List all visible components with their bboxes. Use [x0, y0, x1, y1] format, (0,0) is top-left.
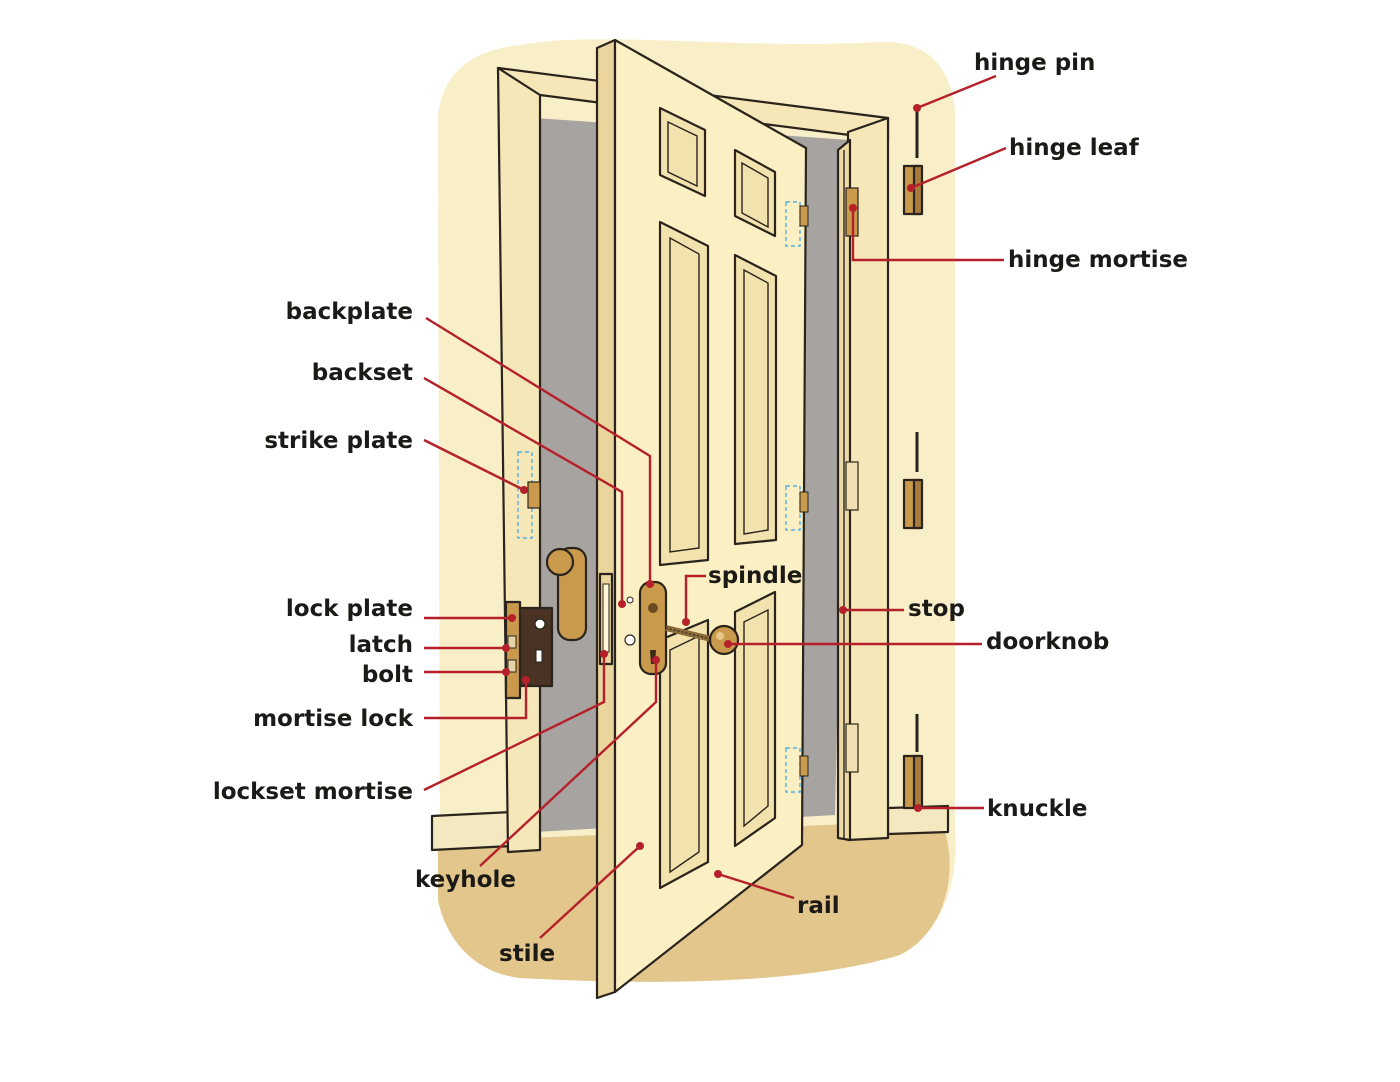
panel-top-right-inner	[741, 161, 769, 229]
label-keyhole: keyhole	[415, 867, 516, 893]
label-hinge-leaf: hinge leaf	[1009, 135, 1140, 161]
label-bolt: bolt	[362, 662, 413, 688]
panel-bottom-right-inner	[743, 608, 769, 828]
panel-mid-right	[733, 253, 778, 546]
door-face	[613, 38, 808, 994]
label-hinge-mortise: hinge mortise	[1008, 247, 1188, 273]
door-illustration	[430, 38, 956, 1000]
panel-top-left-inner	[667, 120, 698, 188]
door	[595, 38, 808, 1000]
panel-bottom-right	[733, 590, 777, 848]
baseboard-left	[430, 810, 514, 852]
label-strike-plate: strike plate	[264, 428, 413, 454]
label-rail: rail	[797, 893, 840, 919]
labels: hinge pin hinge leaf hinge mortise backp…	[213, 50, 1188, 967]
panel-mid-right-inner	[743, 268, 769, 535]
panel-mid-left	[658, 220, 710, 567]
loose-knob-shape	[545, 546, 588, 642]
label-stop: stop	[908, 596, 965, 622]
label-latch: latch	[349, 632, 413, 658]
backplate-knob-hole	[648, 603, 658, 613]
panel-bottom-left-inner	[669, 634, 700, 874]
door-panels	[658, 106, 778, 890]
label-spindle: spindle	[708, 563, 802, 589]
label-lock-plate: lock plate	[286, 596, 413, 622]
label-hinge-pin: hinge pin	[974, 50, 1095, 76]
label-mortise-lock: mortise lock	[253, 706, 414, 732]
door-edge	[595, 38, 617, 1000]
label-stile: stile	[499, 941, 555, 967]
leader-lines	[423, 74, 1007, 939]
panel-mid-left-inner	[669, 236, 700, 553]
label-lockset-mortise: lockset mortise	[213, 779, 413, 805]
label-knuckle: knuckle	[987, 796, 1087, 822]
doorknob-shape	[708, 624, 740, 656]
panel-bottom-left	[658, 618, 710, 890]
label-backset: backset	[312, 360, 413, 386]
label-backplate: backplate	[286, 299, 413, 325]
hinge-mortises-door	[785, 201, 809, 793]
mortise-lock-shape	[504, 600, 554, 700]
strike-plate-shape	[517, 451, 541, 539]
label-doorknob: doorknob	[986, 629, 1109, 655]
